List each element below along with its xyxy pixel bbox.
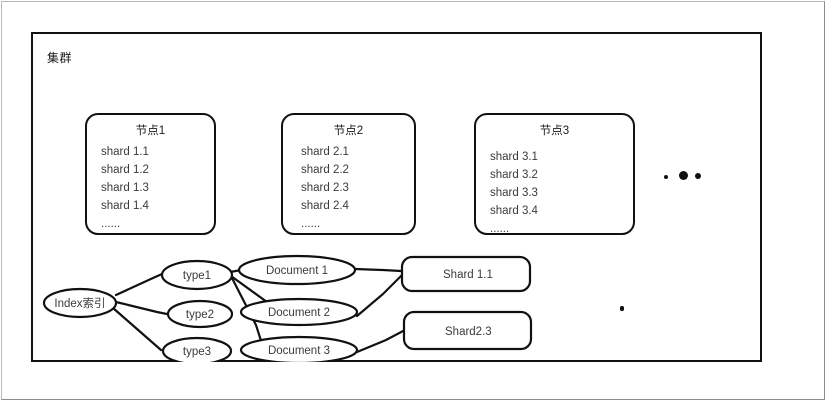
- shard-entry-more: ......: [301, 218, 321, 230]
- shard-box-1-label: Shard 1.1: [443, 269, 493, 281]
- type-node-1-label: type1: [183, 270, 211, 282]
- shard-entry-more: ......: [101, 218, 121, 230]
- shard-entry: shard 1.3: [101, 182, 149, 194]
- type-node-3-label: type3: [183, 346, 211, 358]
- node-box-2[interactable]: 节点2 shard 2.1 shard 2.2 shard 2.3 shard …: [281, 113, 416, 235]
- shard-entry-more: ......: [490, 223, 510, 235]
- node-box-3[interactable]: 节点3 shard 3.1 shard 3.2 shard 3.3 shard …: [474, 113, 635, 235]
- shard-entry: shard 2.4: [301, 200, 349, 212]
- edge-index-to-type1: [114, 272, 164, 297]
- document-node-3[interactable]: [239, 335, 359, 362]
- edge-index-to-type3: [111, 306, 163, 352]
- shard-entry: shard 3.2: [490, 169, 538, 181]
- shard-box-1[interactable]: [400, 255, 532, 293]
- shard-box-2-label: Shard2.3: [445, 326, 492, 338]
- document-node-1[interactable]: [237, 254, 357, 286]
- index-node-label: Index索引: [54, 296, 105, 310]
- cluster-label: 集群: [47, 51, 73, 65]
- index-structure-graph: Index索引 type1 type2 type3 Document 1 Doc…: [42, 254, 533, 362]
- index-node[interactable]: [42, 287, 118, 319]
- more-nodes-dots-icon: [664, 169, 706, 183]
- shard-entry: shard 3.1: [490, 151, 538, 163]
- type-node-2-label: type2: [186, 309, 214, 321]
- document-node-2[interactable]: [239, 297, 359, 327]
- stray-dot-mark: [620, 306, 624, 311]
- edge-document2-to-shard11: [355, 273, 404, 318]
- shard-entry: shard 1.4: [101, 200, 149, 212]
- edge-index-to-type2: [114, 300, 169, 316]
- document-node-2-label: Document 2: [268, 307, 330, 319]
- shard-entry: shard 1.2: [101, 164, 149, 176]
- type-node-2[interactable]: [166, 299, 234, 329]
- document-node-1-label: Document 1: [266, 265, 328, 277]
- type-node-1[interactable]: [160, 259, 234, 291]
- node-box-1[interactable]: 节点1 shard 1.1 shard 1.2 shard 1.3 shard …: [85, 113, 216, 235]
- node-shard-list-1: shard 1.1 shard 1.2 shard 1.3 shard 1.4 …: [87, 143, 214, 233]
- node-title-2: 节点2: [333, 125, 364, 137]
- node-shard-list-2: shard 2.1 shard 2.2 shard 2.3 shard 2.4 …: [283, 143, 414, 233]
- node-title-1: 节点1: [135, 125, 166, 137]
- node-title-3: 节点3: [539, 125, 570, 137]
- shard-entry: shard 3.4: [490, 205, 538, 217]
- edge-document1-to-shard11: [353, 267, 403, 273]
- page-border: [1, 1, 825, 400]
- shard-box-2[interactable]: [402, 310, 533, 351]
- type-node-3[interactable]: [161, 336, 233, 362]
- shard-entry: shard 3.3: [490, 187, 538, 199]
- shard-entry: shard 2.1: [301, 146, 349, 158]
- edge-document3-to-shard23: [355, 328, 407, 354]
- shard-entry: shard 1.1: [101, 146, 149, 158]
- document-node-3-label: Document 3: [268, 345, 330, 357]
- shard-entry: shard 2.2: [301, 164, 349, 176]
- node-shard-list-3: shard 3.1 shard 3.2 shard 3.3 shard 3.4 …: [476, 148, 633, 238]
- shard-entry: shard 2.3: [301, 182, 349, 194]
